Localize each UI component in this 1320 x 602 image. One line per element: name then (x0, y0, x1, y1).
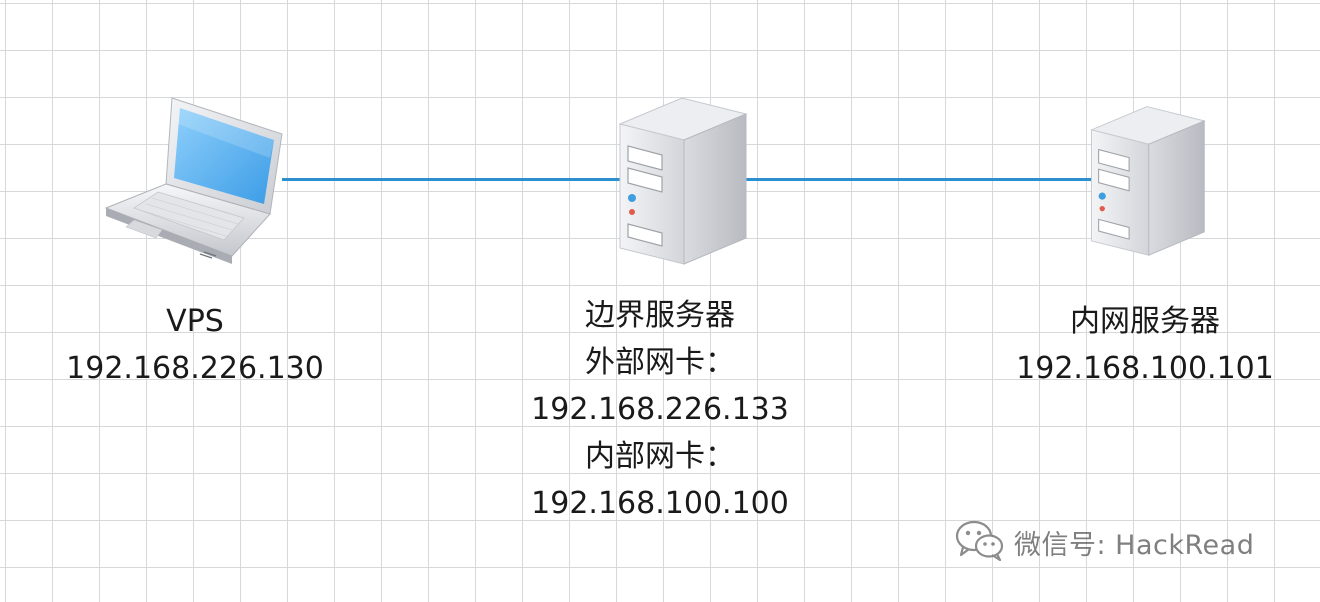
vps-label: VPS 192.168.226.130 (40, 298, 350, 392)
internal-nic-label: 内部网卡： (585, 439, 735, 474)
internal-nic-ip: 192.168.100.100 (531, 486, 789, 521)
wechat-icon (954, 519, 1004, 565)
edge-server-label: 边界服务器 外部网卡： 192.168.226.133 内部网卡： 192.16… (460, 292, 860, 527)
external-nic-label: 外部网卡： (585, 345, 735, 380)
watermark: 微信号: HackRead (954, 520, 1254, 564)
vps-name: VPS (166, 304, 224, 339)
inner-server-ip: 192.168.100.101 (1016, 351, 1274, 386)
vps-ip: 192.168.226.130 (66, 351, 324, 386)
edge-server-name: 边界服务器 (585, 298, 735, 333)
laptop-icon (104, 96, 284, 270)
link-edge-inner (746, 178, 1096, 181)
server-icon (1084, 103, 1210, 261)
link-vps-edge (282, 178, 622, 181)
watermark-text: 微信号: HackRead (1014, 529, 1255, 561)
inner-server-name: 内网服务器 (1070, 304, 1220, 339)
server-icon (612, 94, 752, 270)
external-nic-ip: 192.168.226.133 (531, 392, 789, 427)
inner-server-label: 内网服务器 192.168.100.101 (990, 298, 1300, 392)
